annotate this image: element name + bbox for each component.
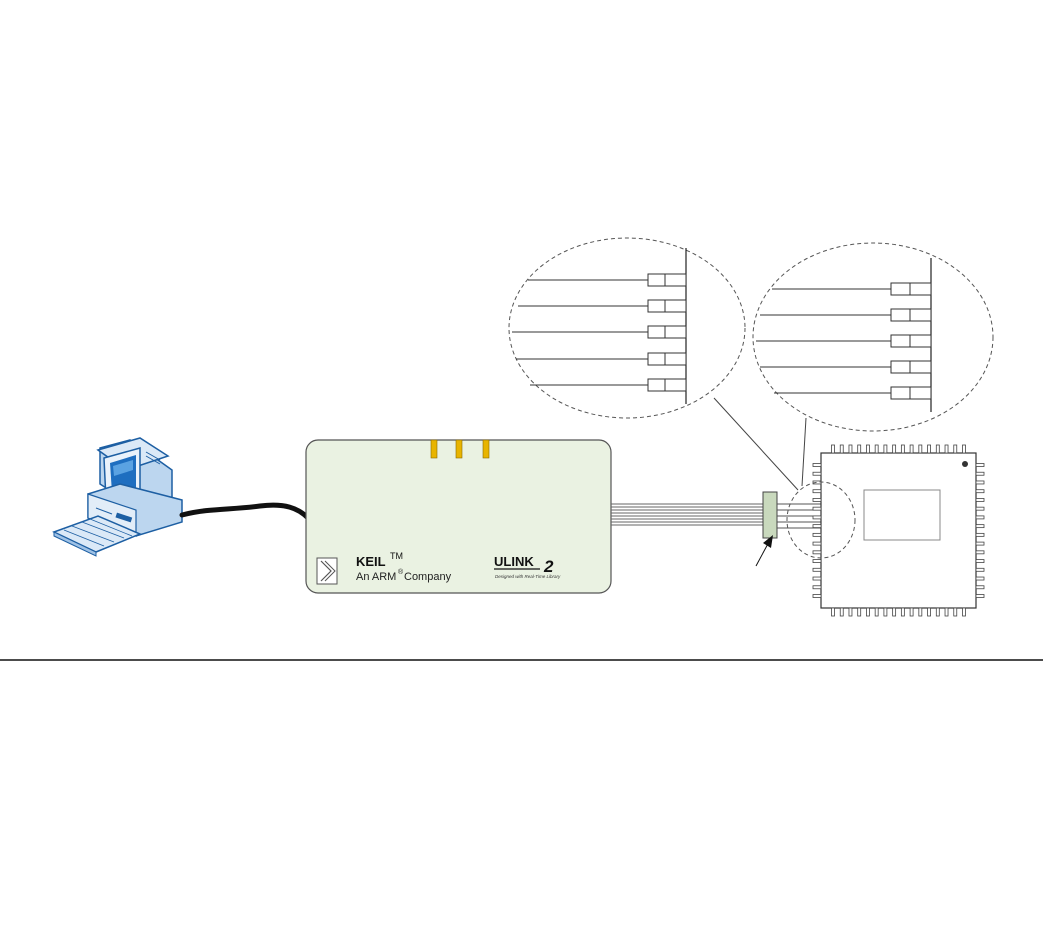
chip-pin <box>953 444 958 454</box>
chip-pin <box>927 444 931 454</box>
chip-pin <box>892 444 897 454</box>
status-led <box>482 439 490 459</box>
chip-pin <box>944 607 949 617</box>
chip-core <box>863 489 941 541</box>
product-number: 2 <box>543 557 554 576</box>
chip-pin <box>812 576 822 581</box>
chip-pin <box>874 444 879 454</box>
chip-pin <box>839 607 844 617</box>
chip-pin <box>831 444 835 454</box>
chip-pin <box>812 524 822 529</box>
chip-pin <box>812 550 822 555</box>
jtag-connector <box>762 491 778 539</box>
chip-pin <box>975 559 985 563</box>
chip-pin <box>848 607 853 617</box>
chip-pin <box>962 444 966 454</box>
keil-logo-icon <box>316 557 338 585</box>
chip-pin <box>857 444 862 454</box>
chip-pin <box>866 607 870 617</box>
chip-pin <box>975 524 985 529</box>
chip-pin <box>975 506 985 511</box>
chip-pin <box>831 607 835 617</box>
zoom-bubble-left <box>508 237 746 419</box>
chip-pin <box>975 463 985 467</box>
chip-pin <box>975 489 985 494</box>
status-led <box>455 439 463 459</box>
chip-pin <box>900 444 905 454</box>
product-tagline: Designed with Real-Time Library <box>495 574 561 579</box>
microcontroller-chip-icon <box>812 444 985 617</box>
chip-pin <box>975 541 985 546</box>
chip-pin <box>918 607 923 617</box>
usb-cable <box>179 502 311 521</box>
zoom-source-circle <box>786 481 856 559</box>
pin1-marker <box>962 461 968 467</box>
chip-pin <box>975 550 985 555</box>
chip-pin <box>812 567 822 572</box>
chip-pin <box>883 607 888 617</box>
chip-pin <box>812 559 822 563</box>
brand-trademark: TM <box>390 551 403 561</box>
chip-pin <box>975 585 985 590</box>
chip-pins-right <box>975 463 985 598</box>
chip-pin <box>909 444 914 454</box>
chip-pin <box>927 607 931 617</box>
chip-pin <box>935 444 940 454</box>
chip-pin <box>812 463 822 467</box>
brand-subtitle-prefix: An ARM <box>356 571 396 583</box>
zoom-bubble-right <box>752 242 994 432</box>
chip-pin <box>975 471 985 476</box>
chip-pin <box>935 607 940 617</box>
chip-pin <box>900 607 905 617</box>
chip-pin <box>812 498 822 502</box>
chip-pins-bottom <box>831 607 966 617</box>
chip-pin <box>975 480 985 485</box>
desktop-computer-icon <box>52 437 183 557</box>
chip-pin <box>874 607 879 617</box>
chip-pin <box>975 594 985 598</box>
chip-pin <box>892 607 897 617</box>
chip-pin <box>866 444 870 454</box>
chip-pin <box>975 515 985 520</box>
chip-pin <box>944 444 949 454</box>
chip-pin <box>812 489 822 494</box>
chip-pin <box>962 607 966 617</box>
chip-pin <box>953 607 958 617</box>
chip-pins-top <box>831 444 966 454</box>
chip-pins-left <box>812 463 822 598</box>
chip-pin <box>812 594 822 598</box>
chip-pin <box>975 567 985 572</box>
ulink2-device: KEIL TM An ARM ® Company ULINK 2 Designe… <box>305 439 612 594</box>
chip-pin <box>918 444 923 454</box>
status-led <box>430 439 438 459</box>
chip-pin <box>975 532 985 537</box>
chip-pin <box>812 506 822 511</box>
chip-pin <box>975 498 985 502</box>
chip-pin <box>848 444 853 454</box>
brand-subtitle-registered: ® <box>398 568 404 576</box>
brand-subtitle-suffix: Company <box>404 571 452 583</box>
chip-pin <box>839 444 844 454</box>
zoom-leader-lines <box>713 397 807 491</box>
chip-pin <box>812 541 822 546</box>
chip-pin <box>812 471 822 476</box>
chip-pin <box>883 444 888 454</box>
ribbon-cable <box>611 503 763 526</box>
chip-pin <box>857 607 862 617</box>
product-name: ULINK <box>494 554 534 569</box>
chip-pin <box>812 585 822 590</box>
chip-pin <box>909 607 914 617</box>
connector-pointer-arrow-icon <box>755 535 773 567</box>
chip-pin <box>812 532 822 537</box>
brand-name: KEIL <box>356 554 386 569</box>
chip-pin <box>975 576 985 581</box>
chip-pin <box>812 515 822 520</box>
